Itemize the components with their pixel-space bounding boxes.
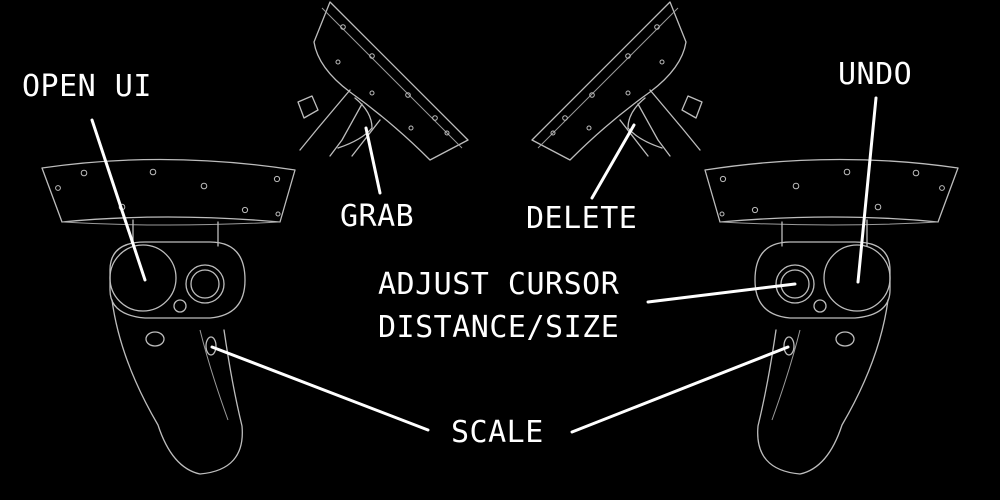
undo-leader xyxy=(856,96,878,284)
label-delete: DELETE xyxy=(526,201,638,236)
left-controller xyxy=(41,158,296,475)
open-ui-leader xyxy=(90,118,147,282)
label-adjust-cursor: ADJUST CURSOR xyxy=(378,267,620,302)
top-right-controller xyxy=(531,1,703,161)
label-grab: GRAB xyxy=(340,199,415,234)
adjust-leader xyxy=(646,282,797,304)
label-open-ui: OPEN UI xyxy=(22,69,152,104)
delete-leader xyxy=(590,123,636,200)
right-controller xyxy=(704,158,959,475)
label-undo: UNDO xyxy=(838,57,913,92)
label-distance-size: DISTANCE/SIZE xyxy=(378,310,620,345)
scale-leader-right xyxy=(570,345,790,434)
top-left-controller xyxy=(297,1,469,161)
grab-leader xyxy=(364,126,382,195)
scale-leader-left xyxy=(210,345,430,432)
label-scale: SCALE xyxy=(451,415,544,450)
